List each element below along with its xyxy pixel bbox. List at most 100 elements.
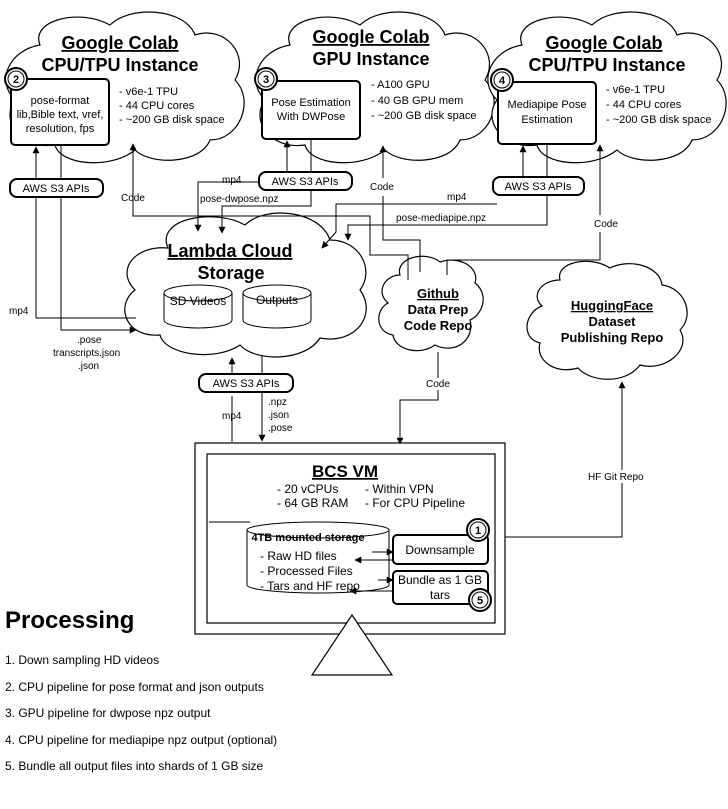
edge-code-left [129,143,409,280]
dwpose-line-1: Pose Estimation [271,97,350,109]
label-mp4-top: mp4 [222,175,242,186]
svg-text:5: 5 [477,595,483,607]
outputs-db [242,284,312,329]
github-line-3: Code Repo [404,318,473,333]
vm-spec-right-1: - Within VPN [365,482,434,496]
colab-gpu-spec-2: - 40 GB GPU mem [371,95,463,107]
step-badge-5: 5 [468,588,492,612]
step-badge-3: 3 [254,67,278,91]
edge-code-right [446,145,600,275]
github-cloud [378,255,484,352]
processing-item: 1. Down sampling HD videos [5,653,160,667]
lambda-title-1: Lambda Cloud [168,241,293,261]
edge-pose-json-left [60,145,137,334]
hf-line-2: Dataset [589,314,637,329]
processing-item: 3. GPU pipeline for dwpose npz output [5,706,211,720]
mediapipe-box [497,81,597,145]
label-pose-dwpose: pose-dwpose.npz [200,194,278,205]
step-badge-2: 2 [4,67,28,91]
pose-format-line-2: lib,Bible text, vref, [17,109,104,121]
label-code-4: Code [426,379,450,390]
pose-format-line-1: pose-format [31,95,90,107]
label-transcripts: transcripts.json [53,348,120,359]
huggingface-cloud [526,260,688,380]
lambda-cloud [124,212,367,358]
aws-s3-left: AWS S3 APIs [9,178,104,198]
vm-spec-left-1: - 20 vCPUs [277,482,338,496]
aws-s3-right: AWS S3 APIs [492,176,585,196]
bundle-label-2: tars [430,588,450,602]
bundle-label-1: Bundle as 1 GB [398,573,482,587]
github-title: Github [417,286,459,301]
label-mp4-bottom: mp4 [222,411,242,422]
sd-videos-db [163,284,233,329]
edge-code-gpu [383,146,421,272]
vm-stand-triangle [310,613,394,676]
dwpose-line-2: With DWPose [277,111,345,123]
label-json-ext: .json [78,361,99,372]
svg-text:2: 2 [13,74,19,86]
downsample-label: Downsample [405,543,475,557]
label-json-bottom: .json [268,410,289,421]
label-code-3: Code [594,219,618,230]
edge-mediapipe-mp4 [321,203,497,249]
storage-item-3: - Tars and HF repo [260,579,360,593]
lambda-title-2: Storage [197,263,264,283]
colab-cpu-2-spec-3: - ~200 GB disk space [606,114,711,126]
vm-spec-right-2: - For CPU Pipeline [365,496,465,510]
label-mp4-left: mp4 [9,306,29,317]
processing-item: 4. CPU pipeline for mediapipe npz output… [5,732,278,747]
label-hf-git: HF Git Repo [588,472,644,483]
colab-cpu-1-spec-2: - 44 CPU cores [119,100,195,112]
label-code-2: Code [370,182,394,193]
mediapipe-line-1: Mediapipe Pose [508,99,587,111]
processing-heading: Processing [5,607,135,634]
step-badge-4: 4 [490,68,514,92]
colab-gpu-spec-3: - ~200 GB disk space [371,110,476,122]
svg-text:AWS S3 APIs: AWS S3 APIs [213,378,280,390]
colab-cpu-1-title-2: CPU/TPU Instance [41,55,198,75]
edge-dwpose-mp4 [194,181,262,232]
pose-format-box [10,78,110,146]
colab-cpu-1-spec-1: - v6e-1 TPU [119,86,178,98]
edge-hf-git [493,382,622,538]
pose-format-line-3: resolution, fps [26,123,95,135]
mediapipe-line-2: Estimation [521,114,572,126]
processing-list: 1. Down sampling HD videos 2. CPU pipeli… [5,652,277,785]
processing-item: 2. CPU pipeline for pose format and json… [5,679,264,694]
label-pose-mediapipe: pose-mediapipe.npz [396,213,486,224]
github-line-2: Data Prep [408,302,469,317]
mounted-storage-db [246,521,390,594]
svg-text:1: 1 [475,525,481,537]
edge-github-vm [400,352,439,444]
svg-text:4: 4 [499,75,506,87]
processing-item: 5. Bundle all output files into shards o… [5,759,264,773]
sd-videos-label: SD Videos [170,294,226,308]
aws-s3-gpu: AWS S3 APIs [258,171,353,191]
hf-title: HuggingFace [571,298,653,313]
outputs-label: Outputs [256,293,298,307]
colab-cpu-1-spec-3: - ~200 GB disk space [119,114,224,126]
vm-title: BCS VM [312,462,378,481]
label-code-1: Code [121,193,145,204]
hf-line-3: Publishing Repo [561,330,664,345]
vm-spec-left-2: - 64 GB RAM [277,496,348,510]
storage-title: 4TB mounted storage [251,532,364,544]
colab-gpu-spec-1: - A100 GPU [371,79,430,91]
bundle-box [392,570,489,605]
colab-cpu-1-title-1: Google Colab [62,33,179,53]
label-mp4-right: mp4 [447,192,467,203]
colab-cpu-2-title-2: CPU/TPU Instance [528,55,685,75]
svg-text:AWS S3 APIs: AWS S3 APIs [272,176,339,188]
label-pose-ext: .pose [77,335,102,346]
colab-cpu-2-spec-2: - 44 CPU cores [606,99,682,111]
colab-gpu-title-2: GPU Instance [312,49,429,69]
aws-s3-bottom: AWS S3 APIs [198,373,294,393]
step-badge-1: 1 [466,518,490,542]
label-pose-bottom: .pose [268,423,293,434]
svg-text:3: 3 [263,74,269,86]
storage-item-1: - Raw HD files [260,549,337,563]
dwpose-box [261,80,361,140]
colab-cpu-2-title-1: Google Colab [546,33,663,53]
